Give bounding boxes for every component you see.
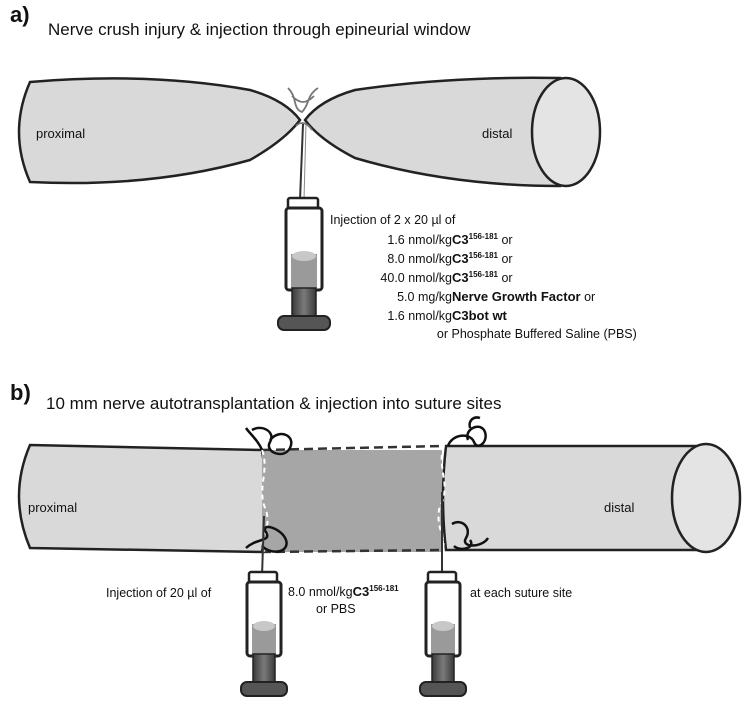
- dose-amount: 1.6 nmol/kg: [387, 233, 452, 248]
- dose-sup: 156-181: [468, 251, 498, 260]
- transplant-nerve: [17, 416, 742, 554]
- suture-knot-bottom-right: [451, 521, 490, 551]
- dose-amount: 40.0 nmol/kg: [380, 271, 452, 286]
- panel-b-title: 10 mm nerve autotransplantation & inject…: [46, 394, 502, 413]
- dose-agent: C3: [452, 270, 469, 286]
- dose-agent: Nerve Growth Factor: [452, 289, 581, 305]
- panel-a-distal-label: distal: [482, 126, 513, 141]
- distal-stump: [441, 444, 708, 552]
- panel-a-proximal-label: proximal: [36, 126, 86, 141]
- dose-agent: C3bot wt: [452, 308, 507, 324]
- panel-a-label: a): [10, 2, 30, 27]
- panel-b-dose: 8.0 nmol/kgC3156-181: [288, 584, 399, 599]
- graft-segment: [262, 450, 442, 552]
- panel-b-dose-agent: C3: [352, 584, 370, 600]
- dose-sup: 156-181: [468, 232, 498, 241]
- dose-suffix: or: [497, 233, 513, 248]
- syringe-b-right: [419, 492, 467, 697]
- syringe-a: [277, 123, 331, 331]
- dose-last-or: or: [436, 327, 448, 341]
- panel-b-suture-note: at each suture site: [470, 586, 573, 600]
- suture-knot-top-right: [446, 416, 487, 447]
- panel-a-injection-intro: Injection of 2 x 20 µl of: [330, 213, 456, 227]
- distal-nerve-segment: [303, 76, 562, 188]
- crushed-nerve: [17, 76, 602, 188]
- panel-b-label: b): [10, 380, 31, 405]
- dose-agent: C3: [452, 232, 469, 248]
- dose-amount: 8.0 nmol/kg: [387, 252, 452, 267]
- dose-row: 5.0 mg/kgNerve Growth Factor or: [360, 289, 595, 304]
- dose-sup: 156-181: [468, 270, 498, 279]
- panel-b-dose-amount: 8.0 nmol/kg: [288, 585, 353, 600]
- proximal-stump: [17, 443, 268, 554]
- distal-nerve-end: [530, 76, 602, 188]
- panel-b-distal-label: distal: [604, 500, 635, 515]
- dose-suffix: or: [580, 290, 596, 305]
- suture-knot-bottom-left: [245, 525, 288, 553]
- dose-row: 1.6 nmol/kgC3156-181 or: [360, 232, 513, 248]
- dose-row: 1.6 nmol/kgC3bot wt: [360, 308, 507, 323]
- dose-suffix: or: [497, 252, 513, 267]
- panel-b-proximal-label: proximal: [28, 500, 78, 515]
- dose-suffix: or: [497, 271, 513, 286]
- dose-amount: 1.6 nmol/kg: [387, 309, 452, 324]
- dose-row: 40.0 nmol/kgC3156-181 or: [360, 270, 513, 286]
- panel-b-injection-intro: Injection of 20 µl of: [106, 586, 212, 600]
- dose-agent: C3: [452, 251, 469, 267]
- dose-row-last: or Phosphate Buffered Saline (PBS): [360, 327, 637, 341]
- dose-last-item: Phosphate Buffered Saline (PBS): [451, 327, 637, 341]
- proximal-nerve-segment: [17, 77, 302, 185]
- panel-a-title: Nerve crush injury & injection through e…: [48, 20, 471, 39]
- panel-b-dose-alt: or PBS: [316, 602, 356, 616]
- dose-row: 8.0 nmol/kgC3156-181 or: [360, 251, 513, 267]
- dose-amount: 5.0 mg/kg: [397, 290, 452, 305]
- panel-b-dose-sup: 156-181: [369, 584, 399, 593]
- syringe-b-left: [240, 515, 288, 697]
- distal-stump-end: [670, 442, 742, 554]
- crush-site: [287, 87, 319, 131]
- suture-knot-top-left: [244, 426, 293, 456]
